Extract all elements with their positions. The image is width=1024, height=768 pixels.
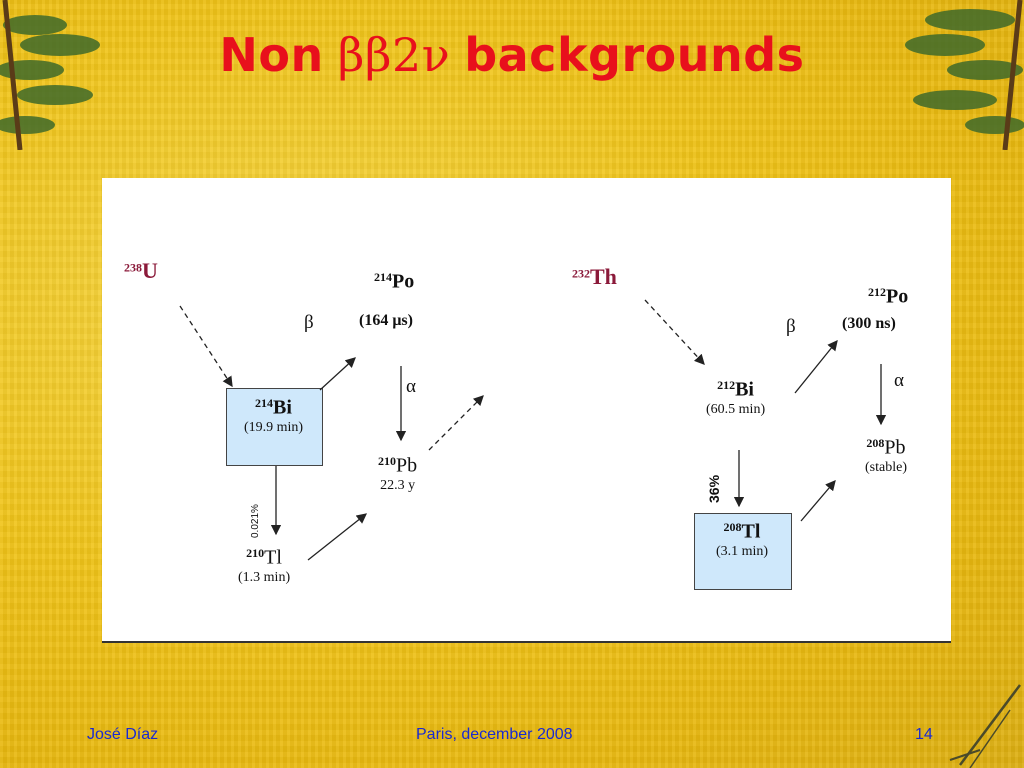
- arrow-tl208-to-pb208: [800, 480, 836, 522]
- arrow-th-to-bi212: [644, 299, 705, 365]
- u-alpha-label: α: [406, 376, 416, 397]
- po212-halflife: (300 ns): [842, 315, 896, 332]
- node-th232: 232Th: [572, 264, 617, 289]
- node-u238: 238U: [124, 258, 158, 283]
- th-alpha-label: α: [894, 370, 904, 391]
- footer-event: Paris, december 2008: [416, 726, 573, 743]
- pine-branch-left-decoration: [0, 0, 100, 150]
- arrow-u-to-bi214: [179, 305, 233, 388]
- arrow-bi212-to-po212: [794, 339, 838, 394]
- node-tl210: 210Tl (1.3 min): [238, 546, 291, 586]
- th-branch-label: 36%: [706, 474, 722, 503]
- arrow-bi214-to-po214: [319, 357, 356, 391]
- footer-page-number: 14: [915, 726, 933, 743]
- decay-diagram-panel: 238U 214Po (164 μs) 214Bi (19.9 min) 210…: [102, 178, 951, 643]
- node-po214: 214Po: [374, 270, 415, 293]
- bi214-box: [226, 388, 323, 466]
- node-pb208: 208Pb (stable): [865, 436, 907, 476]
- th-beta-label: β: [786, 316, 796, 337]
- node-pb210: 210Pb 22.3 y: [378, 454, 418, 494]
- decay-arrows: [179, 299, 887, 561]
- u-beta-label: β: [304, 312, 314, 333]
- title-suffix: backgrounds: [464, 28, 805, 82]
- arrow-pb210-onward: [428, 395, 484, 451]
- node-bi212: 212Bi (60.5 min): [706, 378, 766, 418]
- grass-decoration: [949, 684, 1021, 768]
- pine-branch-right-decoration: [905, 0, 1024, 150]
- title-prefix: Non: [219, 28, 324, 82]
- node-tl208: 208Tl (3.1 min): [715, 520, 769, 560]
- arrow-tl210-to-pb210: [307, 513, 368, 561]
- tl208-box: [694, 513, 792, 590]
- node-po212: 212Po: [868, 285, 909, 308]
- node-bi214: 214Bi (19.9 min): [243, 396, 304, 436]
- footer-author: José Díaz: [87, 726, 159, 743]
- po214-halflife: (164 μs): [359, 312, 413, 329]
- u-branch-label: 0.021%: [250, 504, 261, 538]
- title-greek: ββ2ν: [337, 28, 451, 82]
